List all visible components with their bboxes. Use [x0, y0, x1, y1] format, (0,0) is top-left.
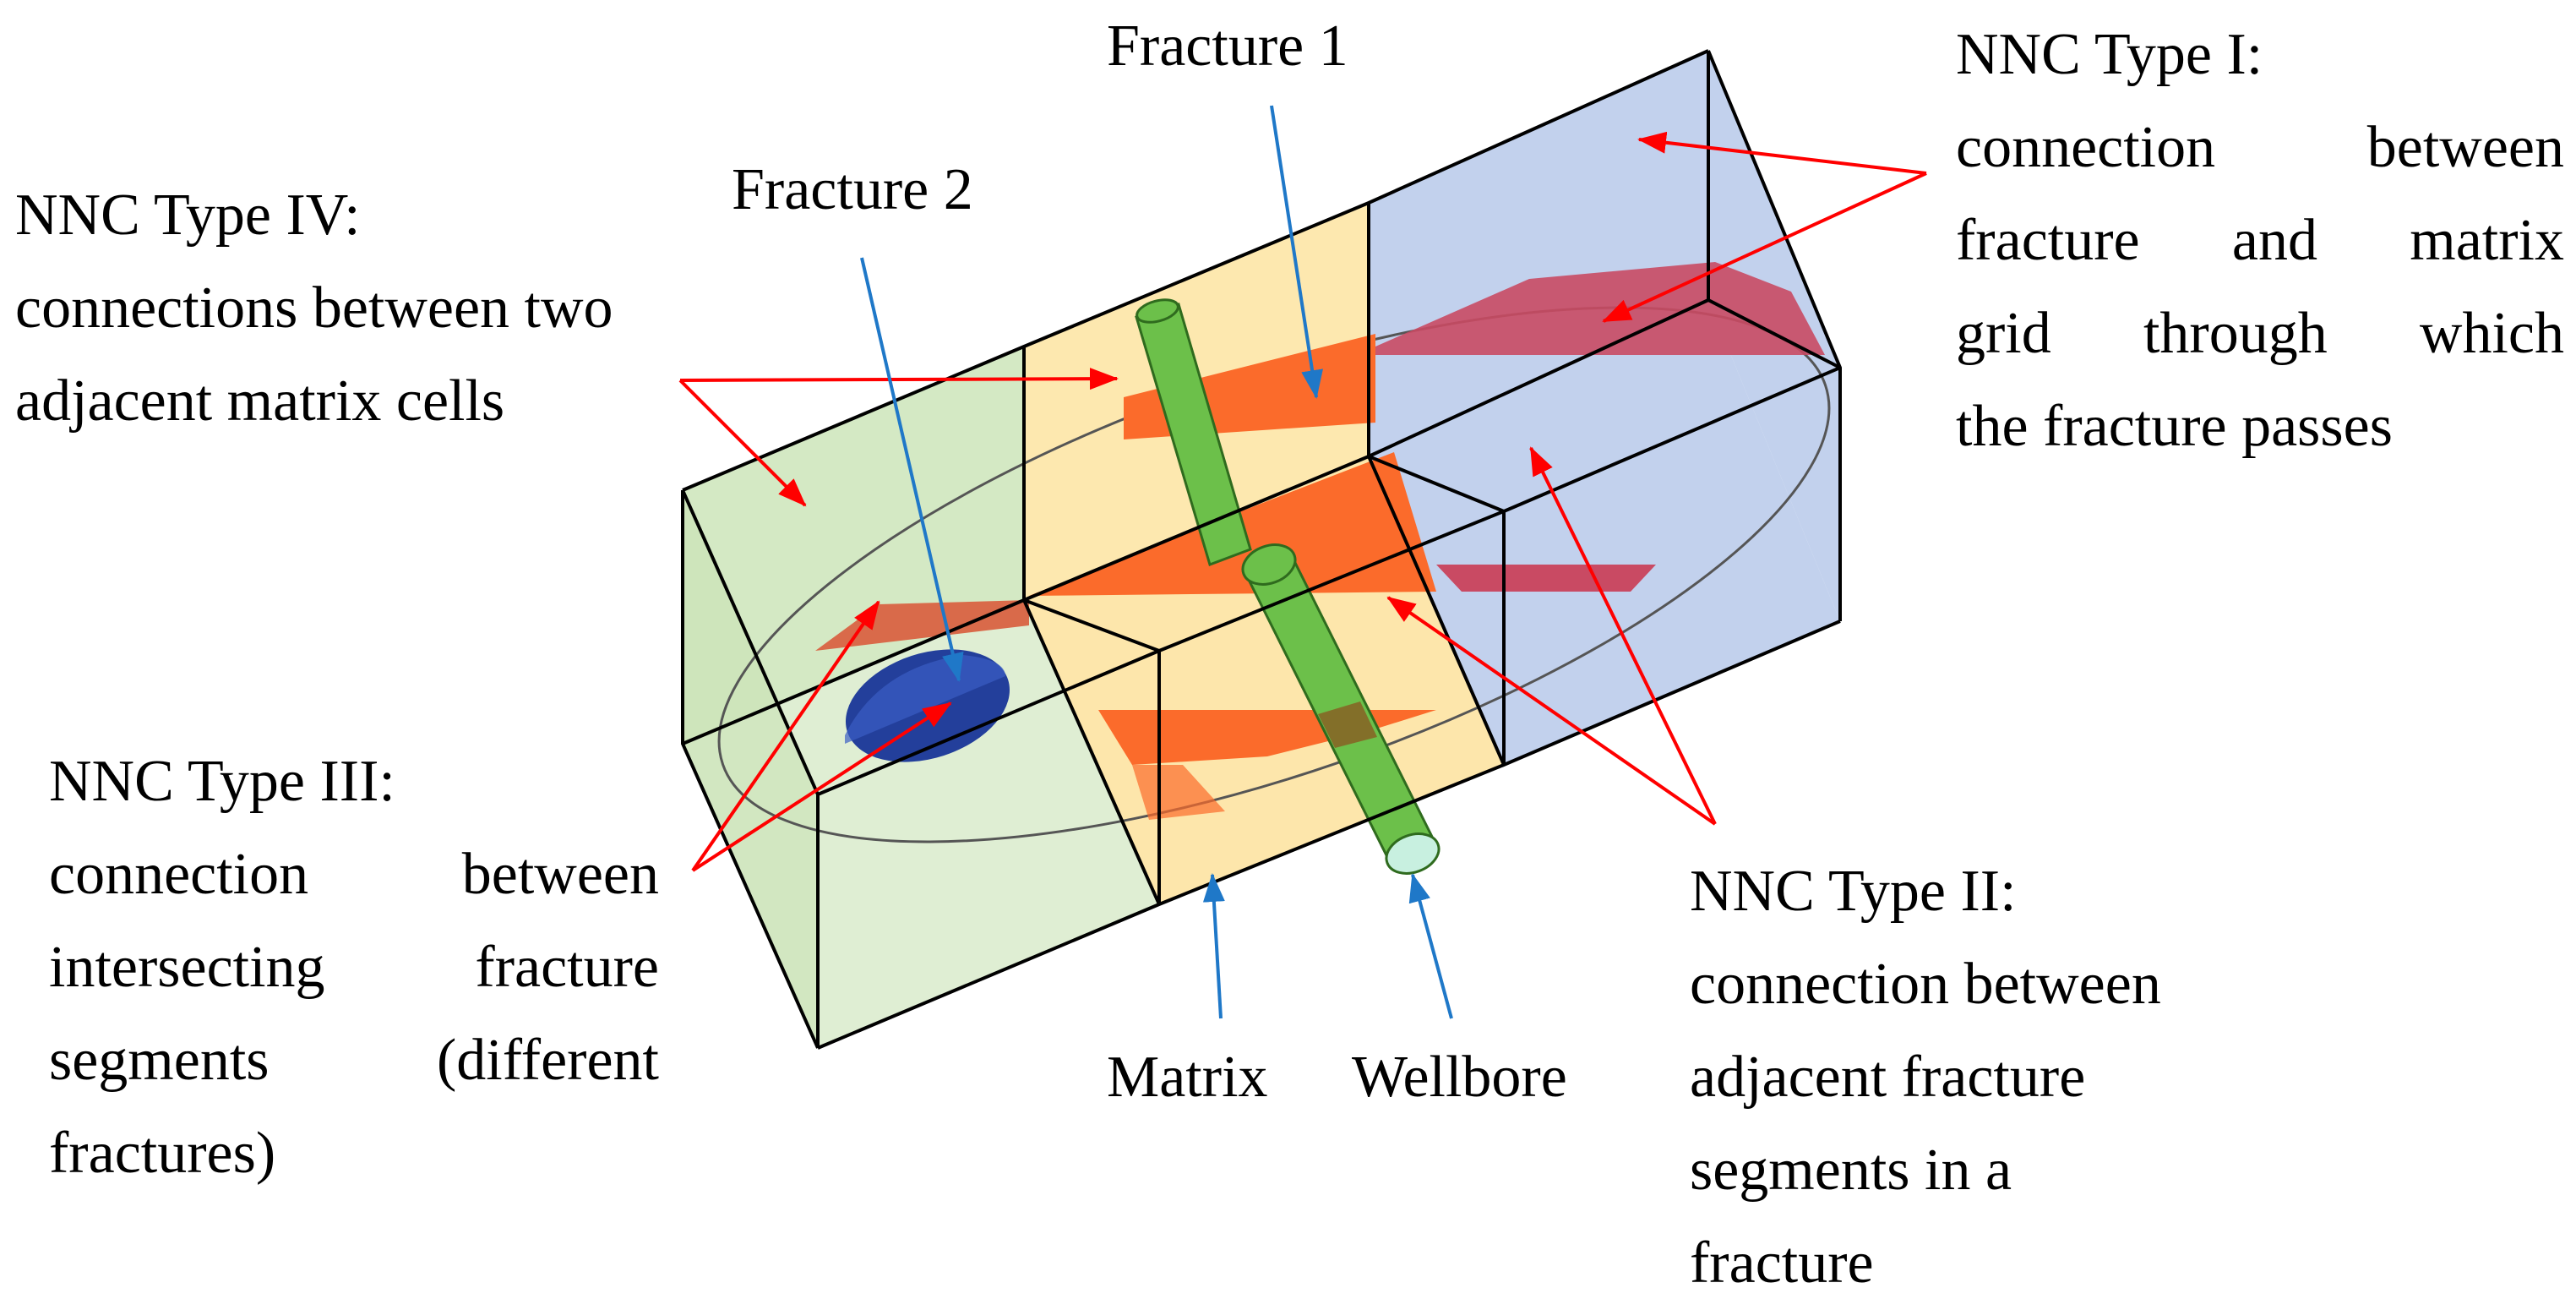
nnc-type-4-annotation: NNC Type IV: connections between two adj… [15, 169, 613, 448]
nnc-type-2-annotation: NNC Type II: connection between adjacent… [1690, 845, 2161, 1310]
nnc-type-3-line: segments (different [49, 1028, 659, 1093]
nnc-type-2-title: NNC Type II: [1690, 859, 2017, 924]
nnc-type-2-line: segments in a [1690, 1138, 2012, 1203]
fracture-segment-crimson-top [1375, 262, 1825, 355]
fracture-2-label: Fracture 2 [732, 157, 973, 222]
nnc-type-3-line: connection between [49, 842, 659, 907]
fracture-segment-orange-lowest [1132, 765, 1225, 820]
wellbore-upper-cap [1136, 298, 1179, 324]
nnc-type-4-line: connections between two [15, 276, 613, 341]
nnc-arrows [678, 131, 1927, 872]
matrix-label: Matrix [1107, 1045, 1268, 1110]
nnc-type-1-line: fracture and matrix [1956, 208, 2564, 273]
nnc-type-1-title: NNC Type I: [1956, 22, 2263, 87]
nnc-type-1-line: connection between [1956, 115, 2564, 180]
component-arrows [860, 105, 1453, 1019]
nnc-type-1-annotation: NNC Type I: connection between fracture … [1956, 8, 2564, 473]
nnc-type-3-annotation: NNC Type III: connection between interse… [49, 735, 659, 1200]
nnc-type-1-line: the fracture passes [1956, 394, 2393, 459]
nnc-type-1-line: grid through which [1956, 301, 2564, 366]
wellbore-end [1385, 832, 1440, 875]
nnc-type-3-line: fractures) [49, 1121, 276, 1186]
nnc-type-2-line: adjacent fracture [1690, 1045, 2086, 1110]
wellbore-dark-band [1318, 701, 1377, 748]
nnc-type-2-line: fracture [1690, 1231, 1874, 1296]
nnc-type-3-title: NNC Type III: [49, 749, 395, 814]
fracture-segment-crimson-right [1436, 565, 1656, 592]
nnc-type-2-line: connection between [1690, 952, 2161, 1017]
matrix-cell-green-top [683, 347, 1024, 744]
fracture-1-label: Fracture 1 [1107, 14, 1348, 79]
nnc-type-4-title: NNC Type IV: [15, 183, 361, 248]
nnc-type-4-line: adjacent matrix cells [15, 368, 505, 434]
wellbore-middle-cap [1241, 543, 1297, 586]
fracture-2-highlight [845, 655, 1005, 744]
wellbore-label: Wellbore [1352, 1045, 1567, 1110]
matrix-grid-outline [681, 49, 1842, 1050]
matrix-cell-green-side [683, 490, 818, 1048]
nnc-type-3-line: intersecting fracture [49, 935, 659, 1000]
